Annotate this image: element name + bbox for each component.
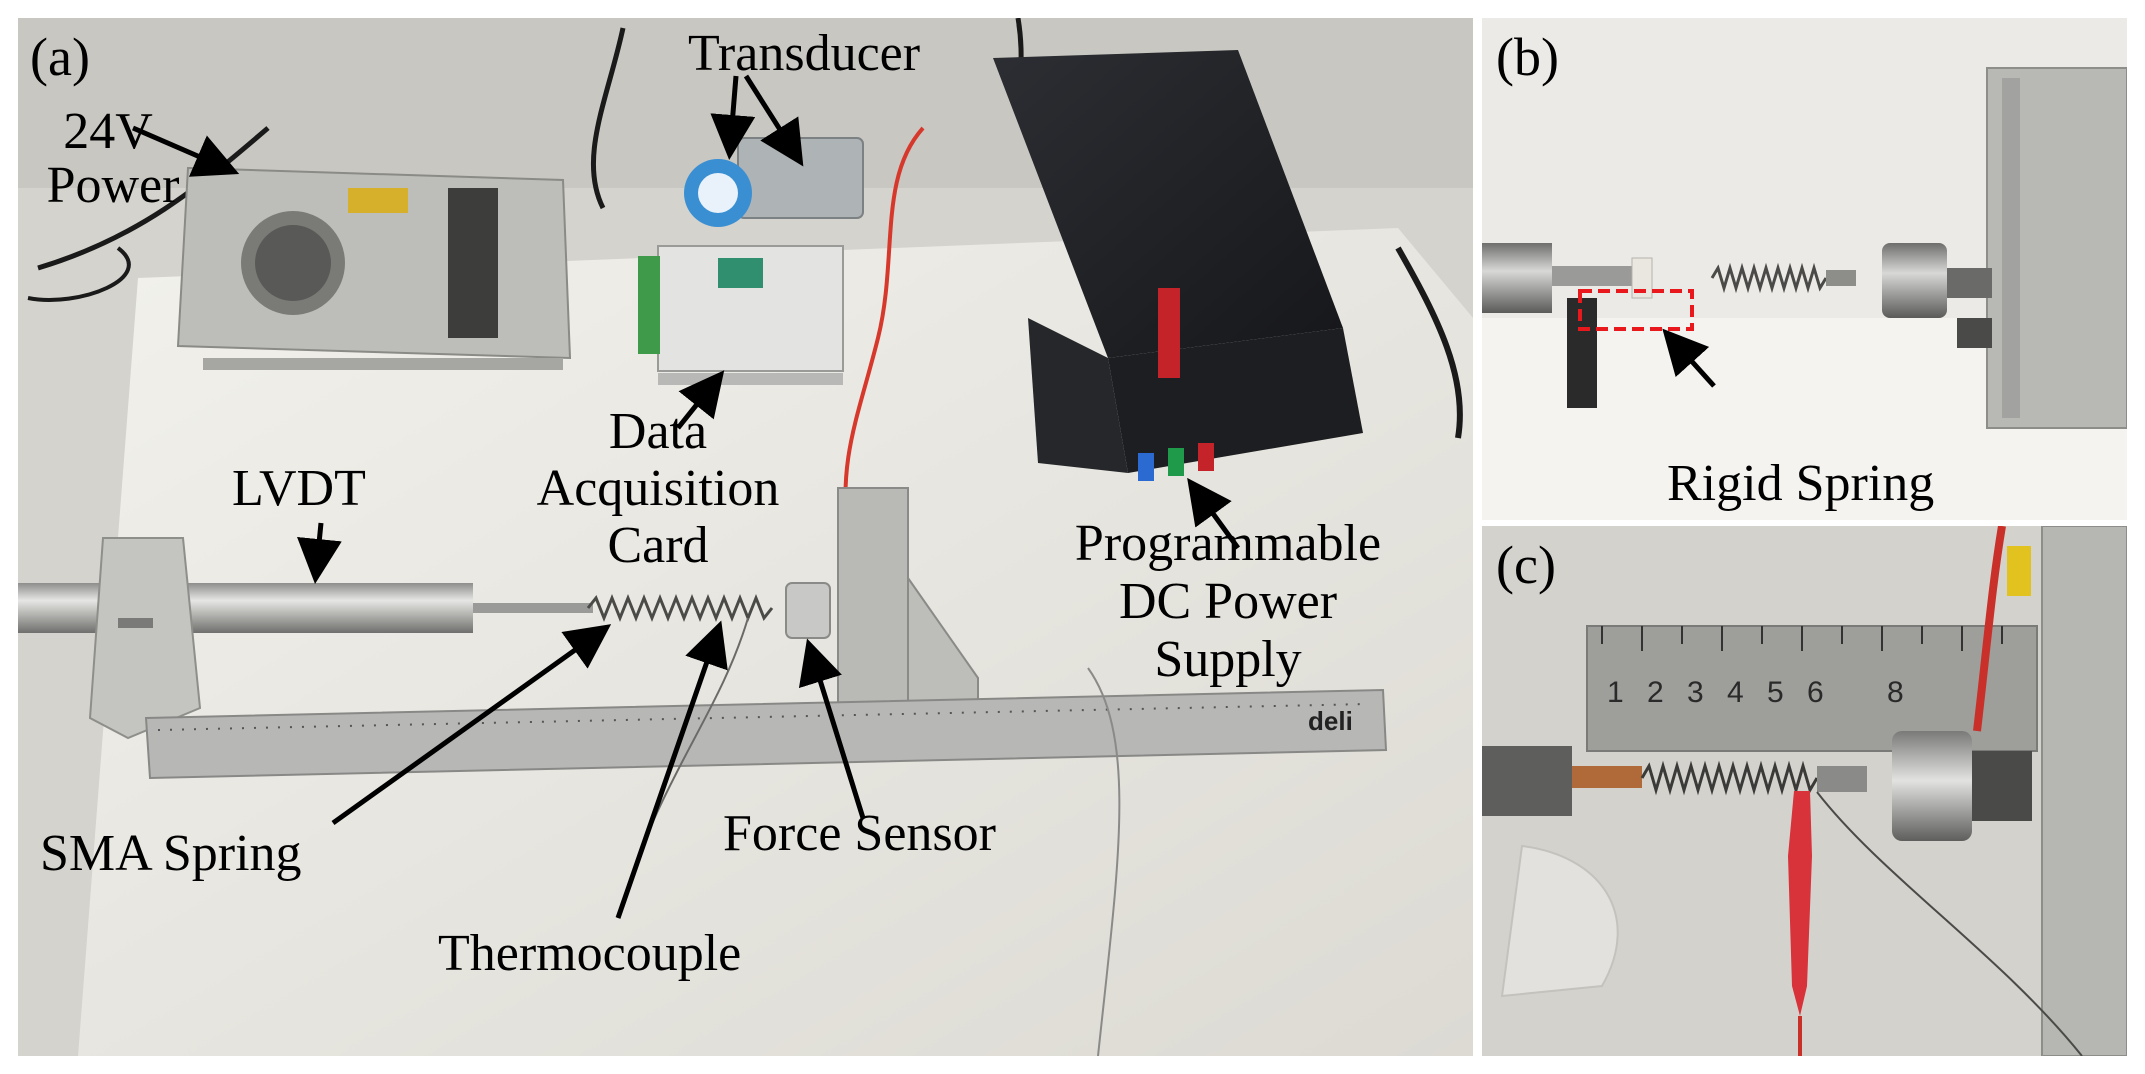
power-supply-24v xyxy=(176,166,572,370)
panel-c-letter: (c) xyxy=(1496,535,1556,595)
arrow-transducer-2 xyxy=(743,74,804,167)
left-cylinder xyxy=(1482,243,1552,313)
label-psu-line3: Supply xyxy=(1154,631,1302,688)
arrow-thermocouple xyxy=(615,620,728,919)
ruler-number: 1 xyxy=(1607,676,1624,709)
panel-b-letter: (b) xyxy=(1496,27,1559,87)
label-psu-line1: Programmable xyxy=(1074,515,1382,572)
aluminum-frame xyxy=(2041,526,2127,1056)
arrow-transducer-1 xyxy=(710,75,756,160)
ruler-number: 6 xyxy=(1807,676,1824,709)
panel-a-letter: (a) xyxy=(30,27,90,87)
ruler-number-row: 1 2 3 4 5 6 8 xyxy=(1607,676,2047,710)
arrow-sma-spring xyxy=(331,624,612,826)
rigid-spring-coil xyxy=(1710,262,1828,294)
label-force-sensor: Force Sensor xyxy=(723,805,996,862)
ruler-number: 3 xyxy=(1687,676,1704,709)
label-power: Power xyxy=(46,157,180,214)
highlight-box xyxy=(1578,289,1694,331)
sma-spring-coil xyxy=(1640,760,1819,796)
alligator-clip xyxy=(1788,791,1812,1016)
label-daq-line2: Acquisition xyxy=(536,460,780,517)
arrow-24v-power xyxy=(132,125,240,177)
panel-b-rigid-spring-photo: (b) Rigid Spring xyxy=(1482,18,2127,520)
label-transducer: Transducer xyxy=(688,25,921,82)
label-thermocouple: Thermocouple xyxy=(438,925,742,982)
annotation-arrows xyxy=(132,74,1241,919)
programmable-dc-power-supply xyxy=(993,50,1363,481)
force-sensor xyxy=(1892,731,1972,841)
label-lvdt: LVDT xyxy=(232,460,366,517)
red-wire xyxy=(843,126,925,539)
panel-c-illustration xyxy=(1482,526,2127,1056)
sma-spring-coil xyxy=(586,593,774,623)
label-24v: 24V xyxy=(63,103,153,160)
arrow-rigid-spring xyxy=(1662,328,1716,388)
ruler-number: 2 xyxy=(1647,676,1664,709)
label-daq-line3: Card xyxy=(607,517,709,574)
transducer-device xyxy=(684,137,864,227)
steel-ruler: deli xyxy=(144,688,1388,780)
arrow-force-sensor xyxy=(798,638,866,819)
ruler-ticks xyxy=(1601,626,2003,651)
ruler-brand-text: deli xyxy=(1308,706,1353,736)
force-sensor-mount xyxy=(785,487,979,704)
panel-a-illustration: deli xyxy=(18,18,1473,1056)
label-psu-line2: DC Power xyxy=(1118,573,1338,630)
arrow-lvdt xyxy=(297,522,342,584)
arrow-daq-card xyxy=(676,370,725,430)
label-rigid-spring: Rigid Spring xyxy=(1667,455,1935,512)
ruler-number: 4 xyxy=(1727,676,1744,709)
label-daq-line1: Data xyxy=(608,403,708,460)
panel-b-illustration xyxy=(1482,18,2127,520)
label-sma-spring: SMA Spring xyxy=(40,825,302,882)
left-clamp xyxy=(1482,746,1572,816)
ruler-number: 8 xyxy=(1887,676,1904,709)
lvdt-assembly xyxy=(18,537,593,740)
panel-a-setup-photo: deli (a) 24V Power Transducer Data Acqui… xyxy=(18,18,1473,1056)
data-acquisition-card xyxy=(638,245,844,385)
panel-c-closeup-photo: (c) 1 2 3 4 5 6 8 xyxy=(1482,526,2127,1056)
force-sensor xyxy=(1882,243,1947,318)
arrow-dc-power-supply xyxy=(1187,477,1241,550)
ruler-number: 5 xyxy=(1767,676,1784,709)
